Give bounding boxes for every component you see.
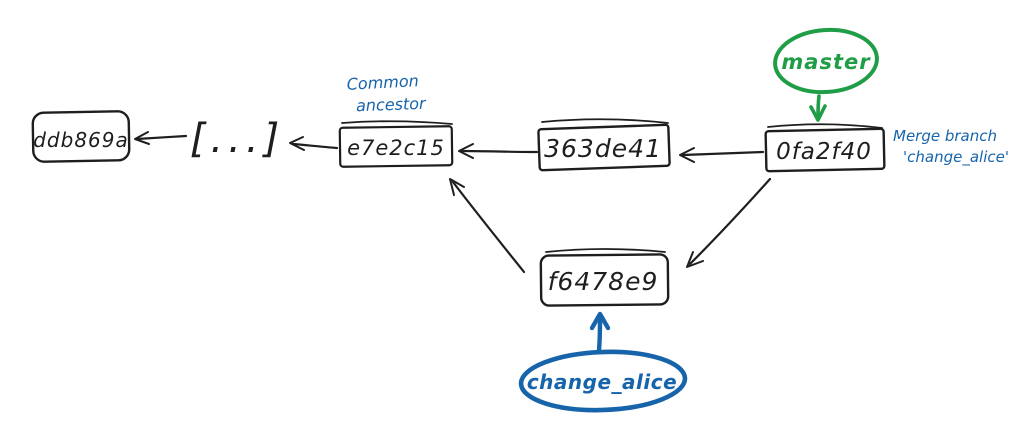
commit-hash: 363de41	[544, 134, 662, 163]
commit-box	[537, 123, 671, 172]
ellipsis-label: [...]	[190, 116, 284, 162]
commit-hash: e7e2c15	[347, 136, 445, 160]
annotation-line1: Common	[346, 71, 419, 94]
branch-name: master	[781, 50, 871, 74]
arrow-0fa2f40-to-f6478e9	[686, 177, 772, 268]
arrow-change-alice-to-f6478e9	[589, 311, 611, 353]
commit-hash: 0fa2f40	[776, 139, 872, 165]
arrow-head	[458, 143, 474, 159]
arrow-head	[449, 178, 465, 196]
branch-label-master: master	[773, 27, 879, 122]
sketch-stroke	[341, 120, 453, 125]
common-ancestor-annotation: Common ancestor	[346, 71, 427, 115]
branch-ellipse	[518, 349, 688, 413]
branch-label-change-alice: change_alice	[518, 311, 688, 413]
commit-node-ddb869a: ddb869a	[31, 110, 131, 163]
arrow-head	[686, 251, 704, 268]
arrow-shaft	[135, 134, 188, 141]
annotation-line2: 'change_alice'	[903, 148, 1009, 167]
arrow-head	[134, 131, 150, 145]
annotation-line2: ancestor	[356, 94, 428, 115]
arrow-shaft	[451, 180, 526, 274]
commit-node-363de41: 363de41	[537, 118, 671, 172]
commit-hash: ddb869a	[33, 128, 129, 152]
arrow-shaft	[681, 150, 765, 157]
arrow-head	[589, 311, 611, 331]
commit-box	[539, 253, 670, 307]
arrow-shaft	[816, 94, 821, 119]
arrow-f6478e9-to-e7e2c15	[449, 178, 526, 274]
arrow-shaft	[688, 177, 772, 266]
arrow-head	[809, 104, 827, 122]
arrow-shaft	[291, 142, 339, 150]
omitted-commits-ellipsis: [...]	[190, 116, 284, 162]
arrow-head	[289, 136, 305, 151]
commit-box	[31, 110, 131, 163]
arrow-363de41-to-e7e2c15	[458, 143, 539, 159]
commit-node-f6478e9: f6478e9	[539, 248, 670, 307]
branch-name: change_alice	[527, 370, 677, 394]
commit-box	[764, 127, 886, 173]
arrow-master-to-0fa2f40	[809, 94, 827, 122]
branch-ellipse	[773, 27, 879, 95]
commit-node-0fa2f40: 0fa2f40	[764, 123, 886, 173]
sketch-stroke	[541, 118, 669, 124]
arrow-ellipsis-to-ddb869a	[134, 131, 188, 145]
arrow-0fa2f40-to-363de41	[679, 147, 765, 163]
sketch-stroke	[545, 248, 666, 253]
sketch-stroke	[767, 123, 883, 129]
commit-hash: f6478e9	[548, 267, 659, 296]
merge-commit-annotation: Merge branch 'change_alice'	[893, 127, 1009, 167]
commit-node-e7e2c15: e7e2c15	[338, 120, 454, 168]
arrow-e7e2c15-to-ellipsis	[289, 136, 339, 151]
commit-box	[338, 125, 454, 168]
arrow-head	[679, 147, 695, 163]
annotation-line1: Merge branch	[893, 127, 997, 145]
arrow-shaft	[460, 149, 539, 154]
arrow-shaft	[596, 315, 603, 353]
